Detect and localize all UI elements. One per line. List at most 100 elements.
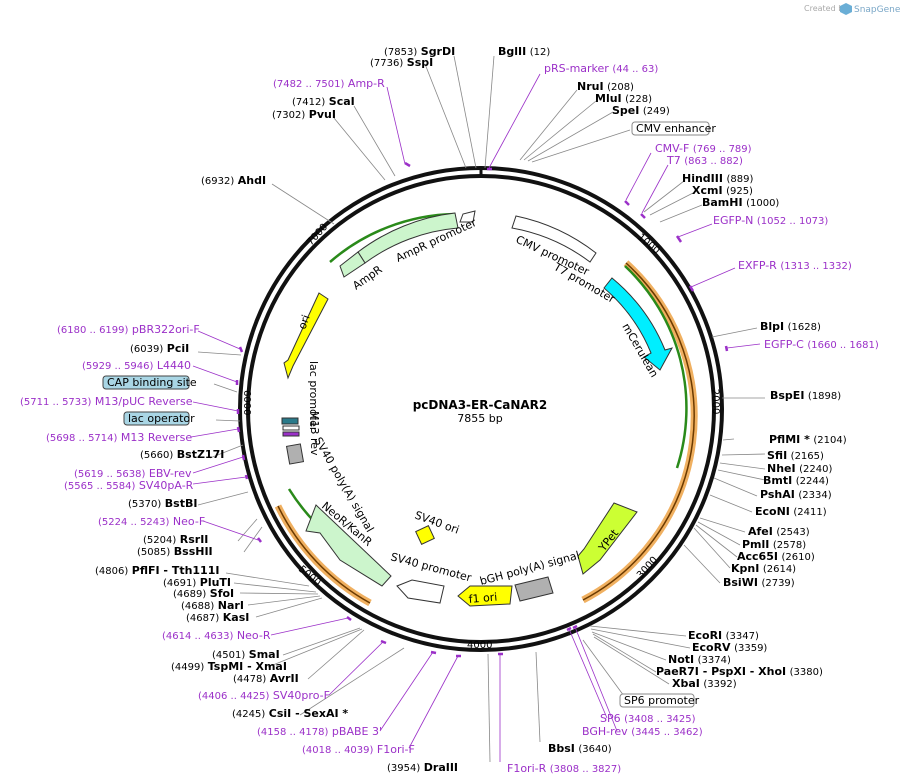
primer-name: BGH-rev (582, 725, 628, 738)
enzyme-pos: (3374) (698, 655, 731, 666)
primer-name: SV40pro-F (273, 689, 330, 702)
primer-labels: pRS-marker (44 .. 63) (7482 .. 7501) Amp… (20, 62, 879, 775)
svg-text:(4018 .. 4039) F1ori-F: (4018 .. 4039) F1ori-F (302, 743, 415, 756)
enzyme-name: BstZ17I (177, 448, 225, 461)
svg-text:PshAI (2334): PshAI (2334) (760, 488, 832, 501)
enzyme-pos: (2240) (799, 464, 832, 475)
sp6-promoter-box[interactable]: SP6 promoter (619, 693, 700, 708)
enzyme-pos: (1628) (788, 322, 821, 333)
svg-text:(4245) CsiI - SexAI *: (4245) CsiI - SexAI * (232, 707, 348, 720)
enzyme-name: BbsI (548, 742, 575, 755)
svg-text:MluI (228): MluI (228) (595, 92, 652, 105)
svg-text:PaeR7I - PspXI - XhoI (3380): PaeR7I - PspXI - XhoI (3380) (656, 665, 823, 678)
primer-name: EGFP-N (713, 214, 753, 227)
primer-pos: (5224 .. 5243) (98, 517, 170, 528)
primer-pos: (5711 .. 5733) (20, 397, 92, 408)
lac-operator-box (282, 425, 300, 431)
enzyme-pos: (2614) (763, 564, 796, 575)
enzyme-pos: (5085) (137, 547, 170, 558)
enzyme-pos: (4499) (171, 662, 204, 673)
orange-arc-right-core (582, 262, 695, 601)
svg-text:BglII (12): BglII (12) (498, 45, 550, 58)
plasmid-name: pcDNA3-ER-CaNAR2 (413, 398, 548, 412)
svg-text:EXFP-R (1313 .. 1332): EXFP-R (1313 .. 1332) (738, 259, 852, 272)
enzyme-pos: (2104) (813, 435, 846, 446)
enzyme-pos: (6039) (130, 344, 163, 355)
enzyme-pos: (2578) (773, 540, 806, 551)
enzyme-name: EcoRV (692, 641, 731, 654)
enzyme-name: TspMI - XmaI (208, 660, 287, 673)
cmv-enhancer-box[interactable]: CMV enhancer (631, 121, 716, 136)
ampr-promoter-stub (459, 210, 476, 223)
primer-name: Neo-R (237, 629, 271, 642)
primer-name: CMV-F (655, 142, 689, 155)
enzyme-pos: (4245) (232, 709, 265, 720)
tick-2000: 2000 (709, 389, 721, 415)
primer-pos: (5619 .. 5638) (74, 469, 146, 480)
enzyme-pos: (5370) (128, 499, 161, 510)
enzyme-pos: (2165) (791, 451, 824, 462)
svg-text:(5619 .. 5638) EBV-rev: (5619 .. 5638) EBV-rev (74, 467, 192, 480)
primer-pos: (44 .. 63) (612, 64, 658, 75)
enzyme-pos: (925) (726, 186, 753, 197)
primer-pos: (863 .. 882) (684, 156, 743, 167)
svg-text:BGH-rev (3445 .. 3462): BGH-rev (3445 .. 3462) (582, 725, 703, 738)
svg-text:(5929 .. 5946) L4440: (5929 .. 5946) L4440 (82, 359, 191, 372)
svg-text:XcmI (925): XcmI (925) (692, 184, 753, 197)
primer-name: SP6 (600, 712, 621, 725)
enzyme-name: BssHII (174, 545, 213, 558)
svg-text:HindIII (889): HindIII (889) (682, 172, 753, 185)
plasmid-length: 7855 bp (457, 412, 502, 425)
svg-text:BsiWI (2739): BsiWI (2739) (723, 576, 795, 589)
enzyme-name: HindIII (682, 172, 723, 185)
m13-rev-box (282, 431, 300, 437)
enzyme-name: SmaI (249, 648, 280, 661)
svg-text:pRS-marker (44 .. 63): pRS-marker (44 .. 63) (544, 62, 658, 75)
ori-arrow (283, 292, 329, 380)
svg-text:BmtI (2244): BmtI (2244) (763, 474, 829, 487)
svg-text:BlpI (1628): BlpI (1628) (760, 320, 821, 333)
bgh-polya-box (514, 576, 554, 602)
enzyme-name: NheI (767, 462, 796, 475)
f1-ori-label: f1 ori (468, 591, 498, 606)
sv40-polya-box (285, 443, 305, 465)
enzyme-pos: (2610) (781, 552, 814, 563)
enzyme-pos: (4806) (95, 566, 128, 577)
svg-text:T7 (863 .. 882): T7 (863 .. 882) (666, 154, 743, 167)
enzyme-pos: (3359) (734, 643, 767, 654)
enzyme-name: DraIII (424, 761, 458, 774)
enzyme-name: KasI (223, 611, 250, 624)
enzyme-name: CsiI - SexAI * (269, 707, 349, 720)
enzyme-pos: (2739) (761, 578, 794, 589)
lac-operator-label-box[interactable]: lac operator (123, 411, 195, 426)
svg-text:(5370) BstBI: (5370) BstBI (128, 497, 197, 510)
primer-pos: (3808 .. 3827) (550, 764, 622, 775)
primer-pos: (6180 .. 6199) (57, 325, 129, 336)
svg-text:(4501) SmaI: (4501) SmaI (212, 648, 280, 661)
svg-text:NotI (3374): NotI (3374) (668, 653, 731, 666)
svg-text:BspEI (1898): BspEI (1898) (770, 389, 841, 402)
enzyme-pos: (208) (607, 82, 634, 93)
svg-text:(7736) SspI: (7736) SspI (370, 56, 433, 69)
svg-text:NheI (2240): NheI (2240) (767, 462, 832, 475)
cap-binding-site-box[interactable]: CAP binding site (102, 375, 197, 390)
enzyme-pos: (4687) (186, 613, 219, 624)
enzyme-name: SgrDI (421, 45, 455, 58)
enzyme-name: Acc65I (737, 550, 778, 563)
primer-pos: (4614 .. 4633) (162, 631, 234, 642)
enzyme-name: ScaI (329, 95, 355, 108)
svg-text:(4499) TspMI - XmaI: (4499) TspMI - XmaI (171, 660, 287, 673)
primer-name: SV40pA-R (139, 479, 194, 492)
primer-pos: (1052 .. 1073) (757, 216, 829, 227)
enzyme-pos: (4691) (163, 578, 196, 589)
enzyme-name: NruI (577, 80, 604, 93)
created-by-label: Created by (804, 4, 848, 13)
svg-text:SfiI (2165): SfiI (2165) (767, 449, 824, 462)
enzyme-name: SfiI (767, 449, 787, 462)
primer-name: Amp-R (348, 77, 385, 90)
enzyme-pos: (228) (625, 94, 652, 105)
primer-marks (235, 161, 729, 658)
svg-text:(7302) PvuI: (7302) PvuI (272, 108, 336, 121)
enzyme-name: PvuI (309, 108, 336, 121)
